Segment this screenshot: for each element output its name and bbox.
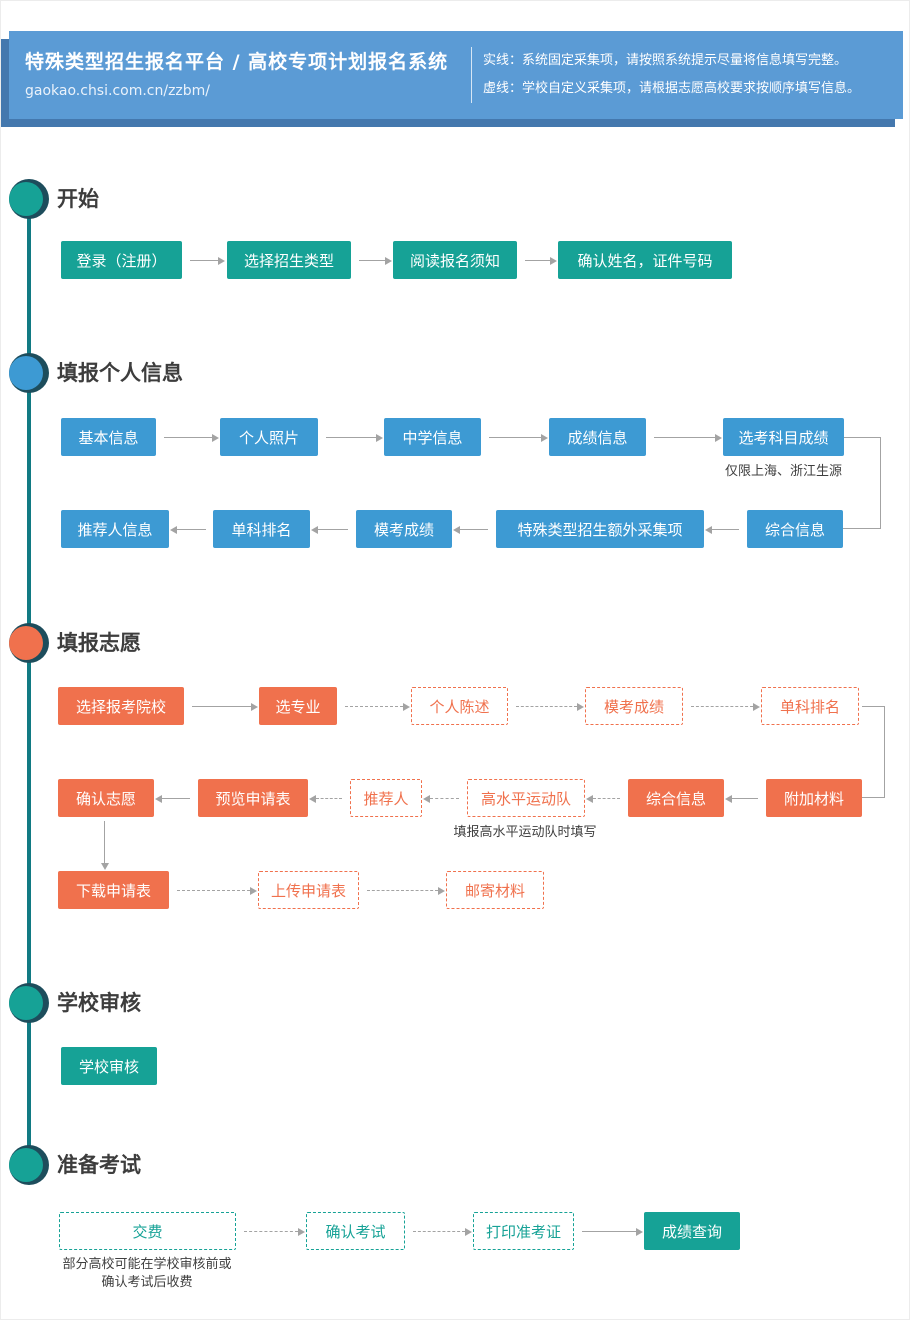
step-school-review: 学校审核: [61, 1047, 157, 1085]
arrow-right: [326, 434, 383, 442]
arrow-left: [155, 795, 190, 803]
header-banner: 特殊类型招生报名平台 / 高校专项计划报名系统 gaokao.chsi.com.…: [9, 31, 903, 119]
timeline-dot-core: [9, 356, 43, 390]
step-preview-application-form: 预览申请表: [198, 779, 308, 817]
step-score-query: 成绩查询: [644, 1212, 740, 1250]
arrow-right: [525, 257, 557, 265]
step-personal-statement: 个人陈述: [411, 687, 508, 725]
section-title-start: 开始: [57, 187, 99, 211]
step-login-register: 登录（注册）: [61, 241, 182, 279]
arrow-left: [453, 526, 488, 534]
step-mail-materials: 邮寄材料: [446, 871, 544, 909]
arrow-right-dashed: [177, 887, 257, 895]
arrow-right: [192, 703, 258, 711]
timeline-dot-application: [9, 623, 49, 663]
timeline-dot-core: [9, 986, 43, 1020]
step-single-subject-ranking-optional: 单科排名: [761, 687, 859, 725]
step-comprehensive-info: 综合信息: [747, 510, 843, 548]
step-recommender-info: 推荐人信息: [61, 510, 169, 548]
section-title-personal-info: 填报个人信息: [57, 361, 183, 385]
arrow-left-dashed: [423, 795, 459, 803]
arrow-right-dashed: [413, 1228, 472, 1236]
header-divider: [471, 47, 472, 103]
timeline-line: [27, 199, 31, 1165]
arrow-left: [311, 526, 348, 534]
section-title-school-review: 学校审核: [57, 991, 141, 1015]
note-sports-team: 填报高水平运动队时填写: [453, 825, 597, 840]
arrow-left: [170, 526, 206, 534]
timeline-dot-school-review: [9, 983, 49, 1023]
legend-solid-line: 实线：系统固定采集项，请按照系统提示尽量将信息填写完整。: [483, 53, 848, 68]
step-score-info: 成绩信息: [549, 418, 646, 456]
step-confirm-exam: 确认考试: [306, 1212, 405, 1250]
note-payment-timing-line1: 部分高校可能在学校审核前或: [62, 1257, 232, 1272]
arrow-right: [654, 434, 722, 442]
arrow-right-dashed: [691, 703, 760, 711]
step-selective-subject-scores: 选考科目成绩: [723, 418, 844, 456]
arrow-down: [101, 821, 109, 870]
step-personal-photo: 个人照片: [220, 418, 318, 456]
arrow-right: [164, 434, 219, 442]
arrow-right-dashed: [345, 703, 410, 711]
step-select-college: 选择报考院校: [58, 687, 184, 725]
step-recommender-optional: 推荐人: [350, 779, 422, 817]
flow-connector-right: [862, 706, 885, 798]
legend-dashed-line: 虚线：学校自定义采集项，请根据志愿高校要求按顺序填写信息。: [483, 81, 861, 96]
step-upload-application-form: 上传申请表: [258, 871, 359, 909]
step-high-level-sports-team: 高水平运动队: [467, 779, 585, 817]
note-payment-timing-line2: 确认考试后收费: [101, 1275, 193, 1290]
timeline-dot-core: [9, 1148, 43, 1182]
arrow-right-dashed: [367, 887, 445, 895]
section-title-exam-prep: 准备考试: [57, 1153, 141, 1177]
step-read-notice: 阅读报名须知: [393, 241, 517, 279]
step-mock-exam-scores: 模考成绩: [356, 510, 452, 548]
step-additional-materials: 附加材料: [766, 779, 862, 817]
arrow-right: [582, 1228, 643, 1236]
arrow-left: [705, 526, 739, 534]
timeline-dot-personal-info: [9, 353, 49, 393]
arrow-left: [725, 795, 758, 803]
site-url: gaokao.chsi.com.cn/zzbm/: [25, 83, 211, 99]
page-title: 特殊类型招生报名平台 / 高校专项计划报名系统: [25, 51, 449, 73]
step-print-admission-ticket: 打印准考证: [473, 1212, 574, 1250]
step-single-subject-ranking: 单科排名: [213, 510, 310, 548]
step-comprehensive-info-application: 综合信息: [628, 779, 724, 817]
arrow-right-dashed: [516, 703, 584, 711]
step-payment: 交费: [59, 1212, 236, 1250]
timeline-dot-core: [9, 626, 43, 660]
arrow-right: [190, 257, 225, 265]
arrow-right: [489, 434, 548, 442]
step-select-admission-type: 选择招生类型: [227, 241, 351, 279]
step-basic-info: 基本信息: [61, 418, 156, 456]
note-payment-timing: 部分高校可能在学校审核前或 确认考试后收费: [47, 1256, 247, 1292]
timeline-dot-core: [9, 182, 43, 216]
flow-connector-right: [843, 437, 881, 529]
arrow-left-dashed: [586, 795, 620, 803]
timeline-dot-start: [9, 179, 49, 219]
arrow-right-dashed: [244, 1228, 305, 1236]
arrow-right: [359, 257, 392, 265]
step-special-extra-fields: 特殊类型招生额外采集项: [496, 510, 704, 548]
step-download-application-form: 下载申请表: [58, 871, 169, 909]
timeline-dot-exam-prep: [9, 1145, 49, 1185]
step-confirm-name-id: 确认姓名，证件号码: [558, 241, 732, 279]
section-title-application: 填报志愿: [57, 631, 141, 655]
step-confirm-application: 确认志愿: [58, 779, 154, 817]
arrow-left-dashed: [309, 795, 342, 803]
note-shanghai-zhejiang-only: 仅限上海、浙江生源: [724, 464, 842, 479]
step-school-info: 中学信息: [384, 418, 481, 456]
step-select-major: 选专业: [259, 687, 337, 725]
step-mock-exam-scores-optional: 模考成绩: [585, 687, 683, 725]
